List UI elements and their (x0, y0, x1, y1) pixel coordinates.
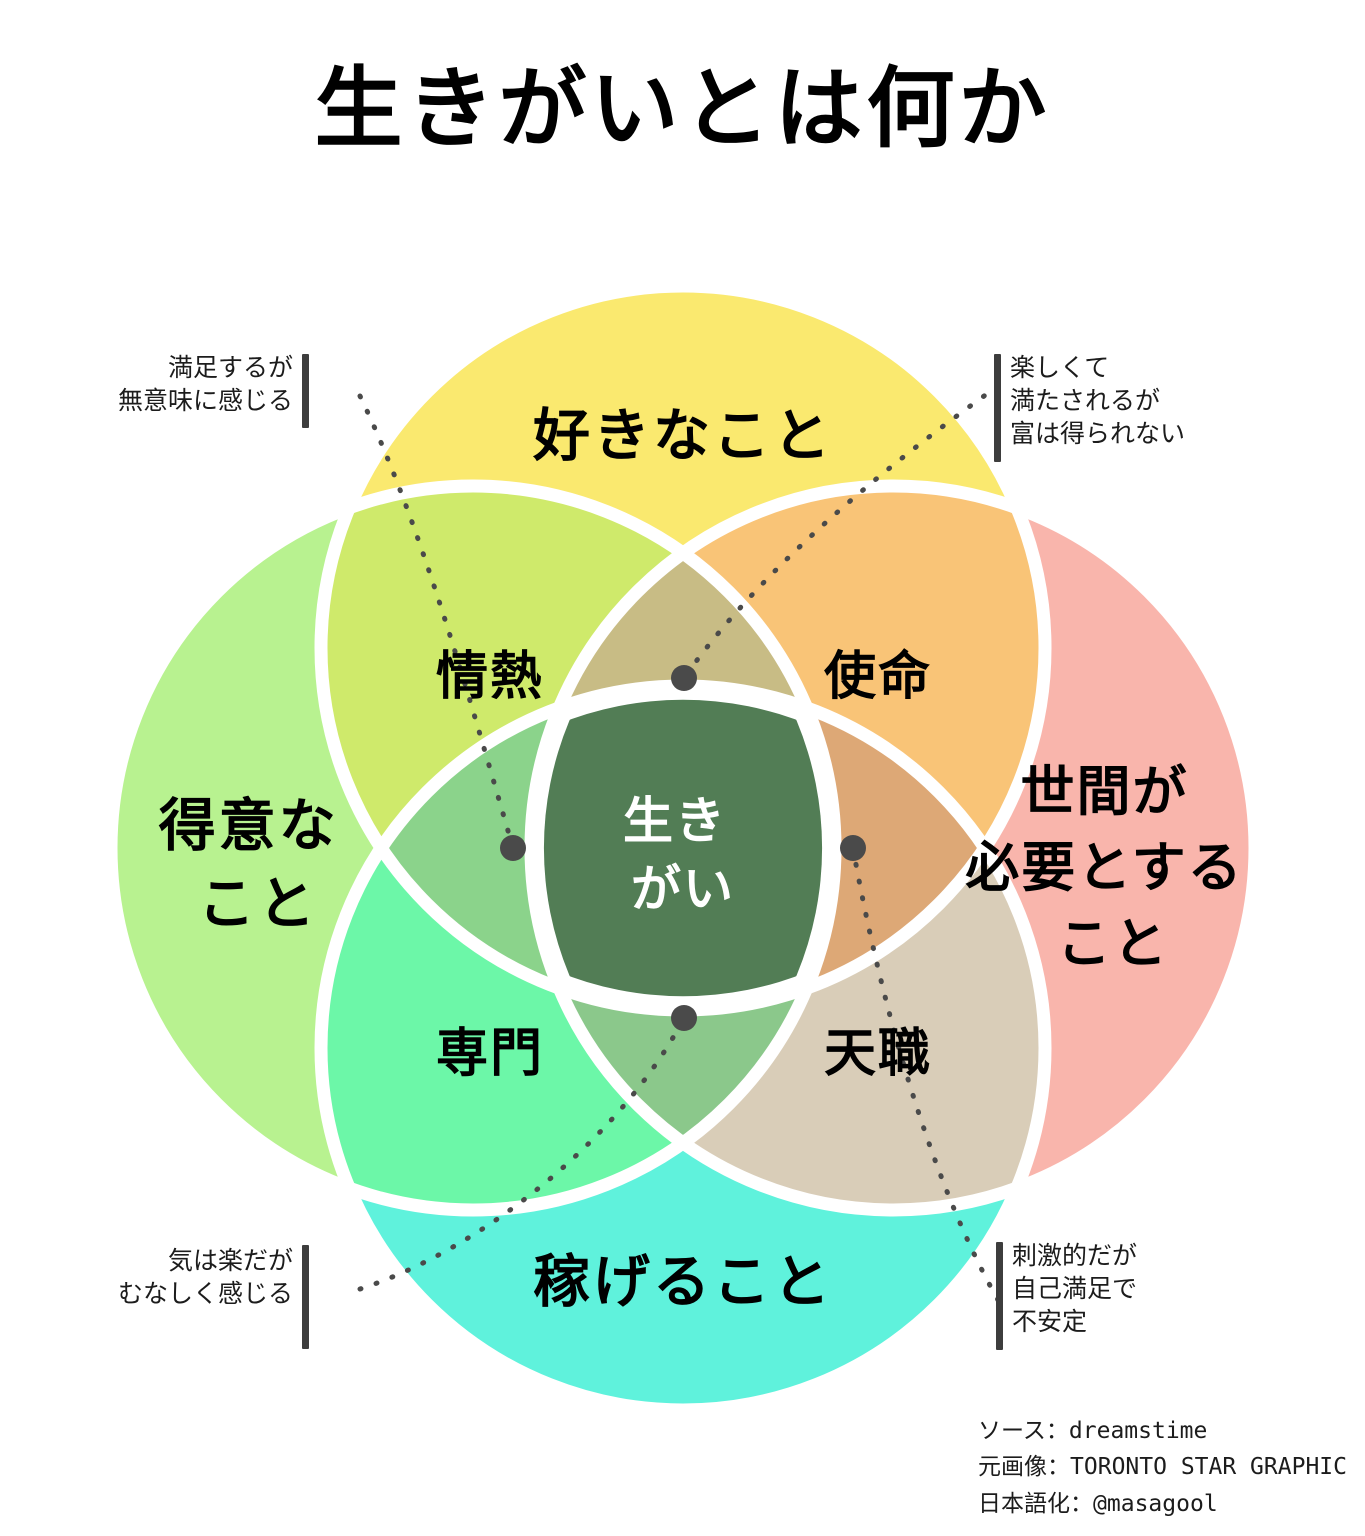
page-title: 生きがいとは何か (314, 59, 1051, 158)
credit-line: 元画像：TORONTO STAR GRAPHIC (978, 1454, 1347, 1481)
label-passion: 情熱 (436, 648, 544, 706)
leader-endpoints (500, 665, 866, 1031)
label-paid-for: 稼げること (533, 1250, 833, 1314)
leader-dot-top (671, 665, 697, 691)
callout-line: 満たされるが (1010, 387, 1161, 415)
label-mission: 使命 (823, 647, 932, 706)
callout-line: むなしく感じる (118, 1280, 294, 1308)
callout-bar (302, 354, 310, 428)
label-paid-for-line: 稼げること (533, 1250, 833, 1314)
leader-dot-right (840, 835, 866, 861)
callout-line: 刺激的だが (1012, 1242, 1138, 1270)
callout-line: 不安定 (1012, 1308, 1088, 1336)
leader-lines (357, 383, 1001, 1303)
callout-line: 自己満足で (1012, 1275, 1138, 1303)
venn-labels: 好きなこと 得意な こと 世間が 必要とする こと 稼げること 情熱 使命 専門… (159, 404, 1260, 1314)
label-world-needs: 世間が 必要とする こと (965, 762, 1260, 974)
label-ikigai: 生き がい (623, 793, 743, 917)
credit-line: ソース：dreamstime (978, 1418, 1208, 1445)
callout-top-left: 満足するが 無意味に感じる (118, 352, 310, 428)
label-love: 好きなこと (532, 404, 833, 468)
leader-dot-bottom (671, 1005, 697, 1031)
callout-bar (996, 1242, 1003, 1350)
callout-line: 満足するが (168, 354, 294, 382)
label-profession: 専門 (436, 1025, 544, 1083)
callout-line: 無意味に感じる (118, 387, 294, 415)
callout-bar (302, 1245, 310, 1349)
label-love-line: 好きなこと (532, 404, 833, 468)
callout-line: 気は楽だが (168, 1247, 294, 1275)
callout-bar (994, 354, 1001, 462)
credit-line: 日本語化：@masagool (978, 1490, 1218, 1517)
callout-bottom-left: 気は楽だが むなしく感じる (118, 1245, 310, 1349)
callout-bottom-right: 刺激的だが 自己満足で 不安定 (996, 1240, 1138, 1350)
callout-line: 楽しくて (1010, 354, 1110, 382)
callout-line: 富は得られない (1010, 420, 1186, 448)
label-vocation: 天職 (824, 1025, 932, 1083)
leader-top-right (681, 383, 1001, 681)
credits: ソース：dreamstime 元画像：TORONTO STAR GRAPHIC … (978, 1413, 1347, 1522)
callout-top-right: 楽しくて 満たされるが 富は得られない (994, 352, 1186, 462)
region-ikigai (543, 699, 823, 997)
label-good-at: 得意な こと (159, 794, 358, 936)
leader-dot-left (500, 835, 526, 861)
leader-bottom-left (357, 1015, 687, 1292)
